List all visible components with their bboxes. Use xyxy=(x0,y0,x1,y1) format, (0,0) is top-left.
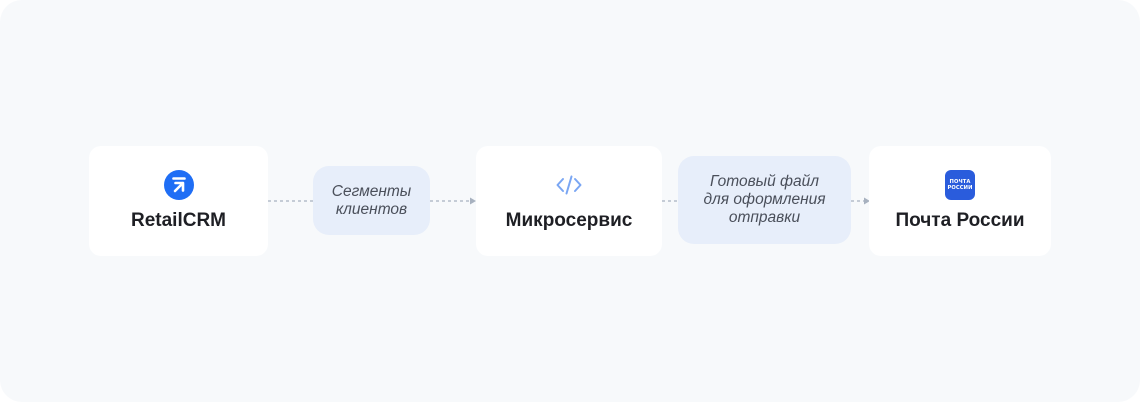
edge-label-segments-line-1: Сегменты xyxy=(331,182,412,200)
edge-label-ready-file-line-1: Готовый файл xyxy=(710,173,819,190)
edge-label-segments-line-2: клиентов xyxy=(335,200,408,218)
retailcrm-logo-icon xyxy=(163,170,194,200)
pochta-logo-line-2: РОССИИ xyxy=(947,185,973,191)
pochta-logo-line-1: ПОЧТА xyxy=(949,178,971,185)
edge-label-ready-file-line-2: для оформления xyxy=(703,191,826,208)
node-retailcrm: RetailCRM xyxy=(89,146,268,256)
node-title-microservice: Микросервис xyxy=(505,210,633,231)
edge-label-ready-file: Готовый файл для оформления отправки xyxy=(678,156,851,244)
pochta-rossii-logo-icon: ПОЧТА РОССИИ xyxy=(945,170,975,200)
arrowhead-to-pochta xyxy=(864,197,870,205)
edge-label-ready-file-line-3: отправки xyxy=(728,209,801,226)
code-icon xyxy=(555,170,583,200)
node-title-retailcrm: RetailCRM xyxy=(130,210,226,231)
pochta-rossii-logo: ПОЧТА РОССИИ xyxy=(945,170,975,200)
arrowhead-to-microservice xyxy=(470,197,476,205)
node-pochta-rossii: ПОЧТА РОССИИ Почта России xyxy=(869,146,1051,256)
edge-label-segments: Сегменты клиентов xyxy=(313,166,430,235)
node-title-pochta-rossii: Почта России xyxy=(895,210,1025,231)
node-microservice: Микросервис xyxy=(476,146,662,256)
